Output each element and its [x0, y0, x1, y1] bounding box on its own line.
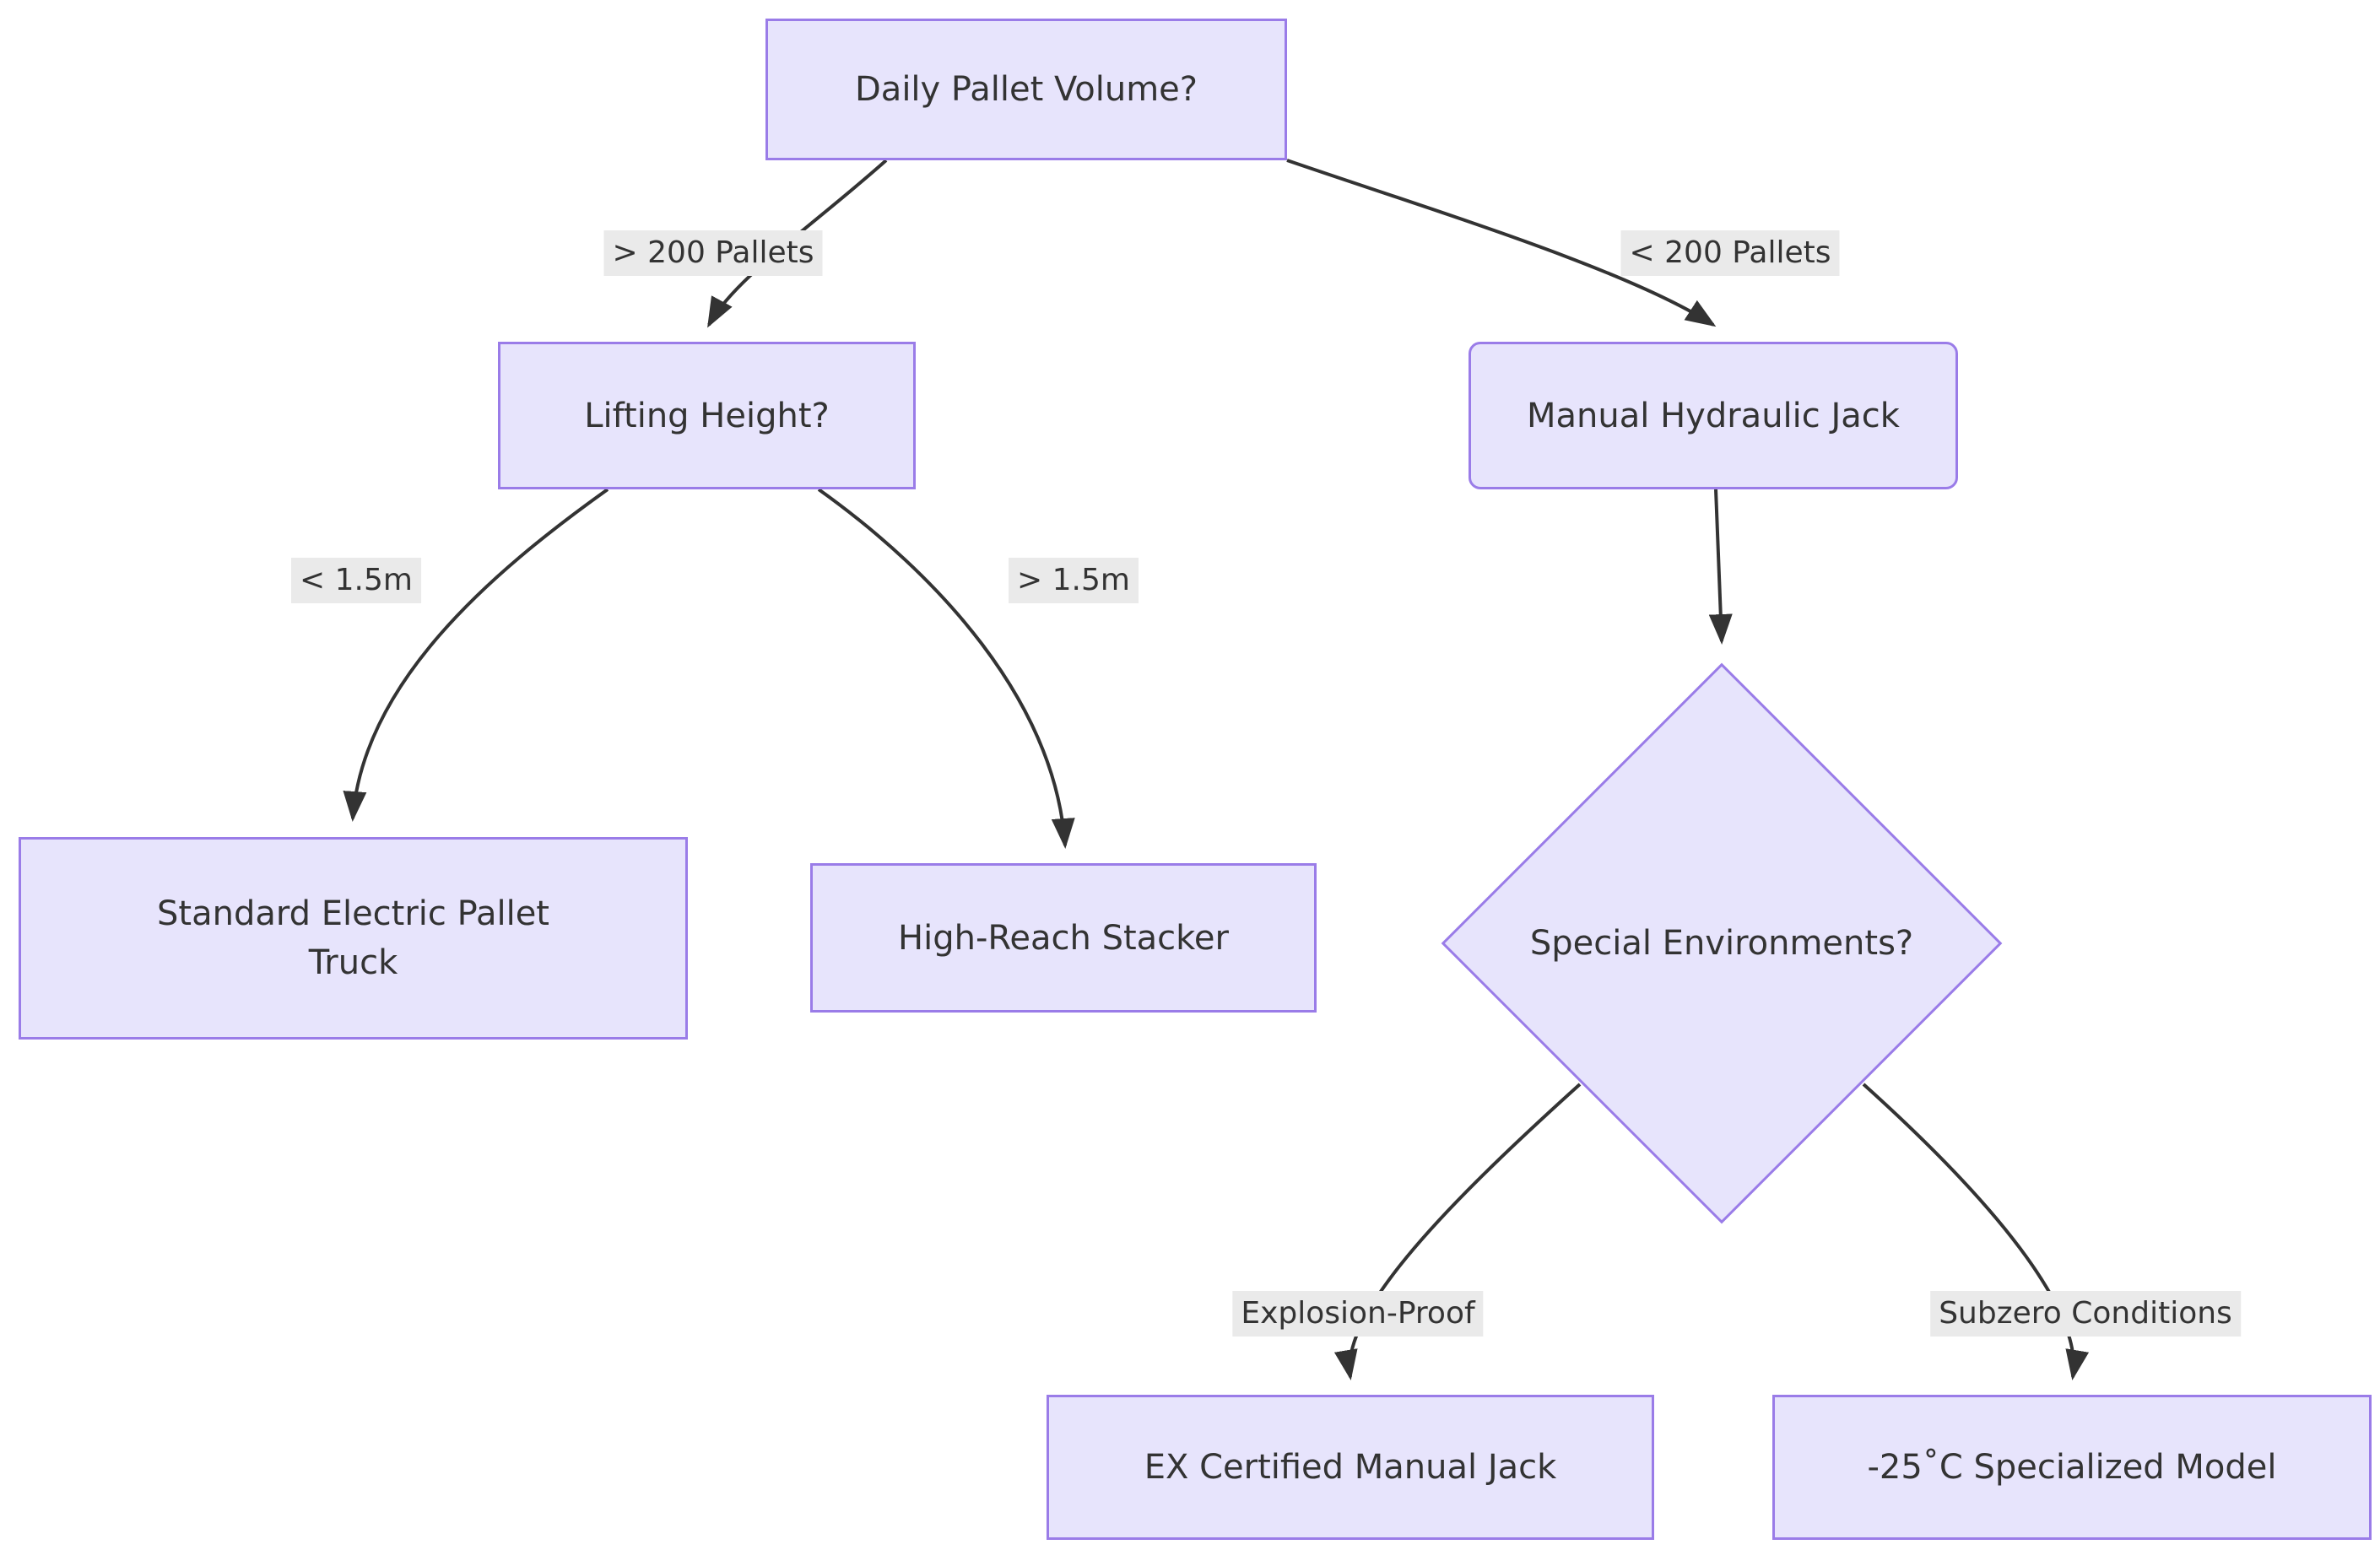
- edge-lifting-height-to-standard-truck: [343, 488, 609, 822]
- node-lifting-height[interactable]: Lifting Height?: [498, 342, 916, 489]
- edge-label-lt-200-pallets: < 200 Pallets: [1620, 230, 1840, 276]
- node-subzero-specialized-model[interactable]: -25˚C Specialized Model: [1772, 1395, 2372, 1540]
- node-manual-hydraulic-jack-label: Manual Hydraulic Jack: [1527, 396, 1900, 435]
- edge-label-subzero-conditions: Subzero Conditions: [1930, 1291, 2241, 1337]
- node-high-reach-stacker[interactable]: High-Reach Stacker: [810, 863, 1317, 1013]
- node-standard-electric-pallet-truck[interactable]: Standard Electric Pallet Truck: [19, 837, 688, 1040]
- node-ex-certified-manual-jack[interactable]: EX Certified Manual Jack: [1047, 1395, 1654, 1540]
- edge-lifting-height-to-high-reach-stacker: [817, 488, 1075, 849]
- edge-manual-jack-to-special-environments: [1708, 489, 1733, 645]
- node-special-environments-label: Special Environments?: [1529, 924, 1914, 963]
- node-lifting-height-label: Lifting Height?: [584, 396, 830, 435]
- edge-label-gt-1-5m: > 1.5m: [1009, 558, 1139, 603]
- node-daily-pallet-volume-label: Daily Pallet Volume?: [855, 70, 1198, 109]
- node-special-environments[interactable]: Special Environments?: [1441, 662, 2003, 1224]
- node-high-reach-stacker-label: High-Reach Stacker: [898, 918, 1229, 958]
- node-subzero-specialized-model-label: -25˚C Specialized Model: [1867, 1448, 2277, 1487]
- node-manual-hydraulic-jack[interactable]: Manual Hydraulic Jack: [1469, 342, 1958, 489]
- node-daily-pallet-volume[interactable]: Daily Pallet Volume?: [765, 19, 1287, 160]
- node-standard-electric-pallet-truck-label: Standard Electric Pallet Truck: [157, 894, 549, 982]
- edge-label-explosion-proof: Explosion-Proof: [1232, 1291, 1484, 1337]
- node-ex-certified-manual-jack-label: EX Certified Manual Jack: [1144, 1448, 1557, 1487]
- edge-label-lt-1-5m: < 1.5m: [291, 558, 421, 603]
- edge-label-gt-200-pallets: > 200 Pallets: [603, 230, 823, 276]
